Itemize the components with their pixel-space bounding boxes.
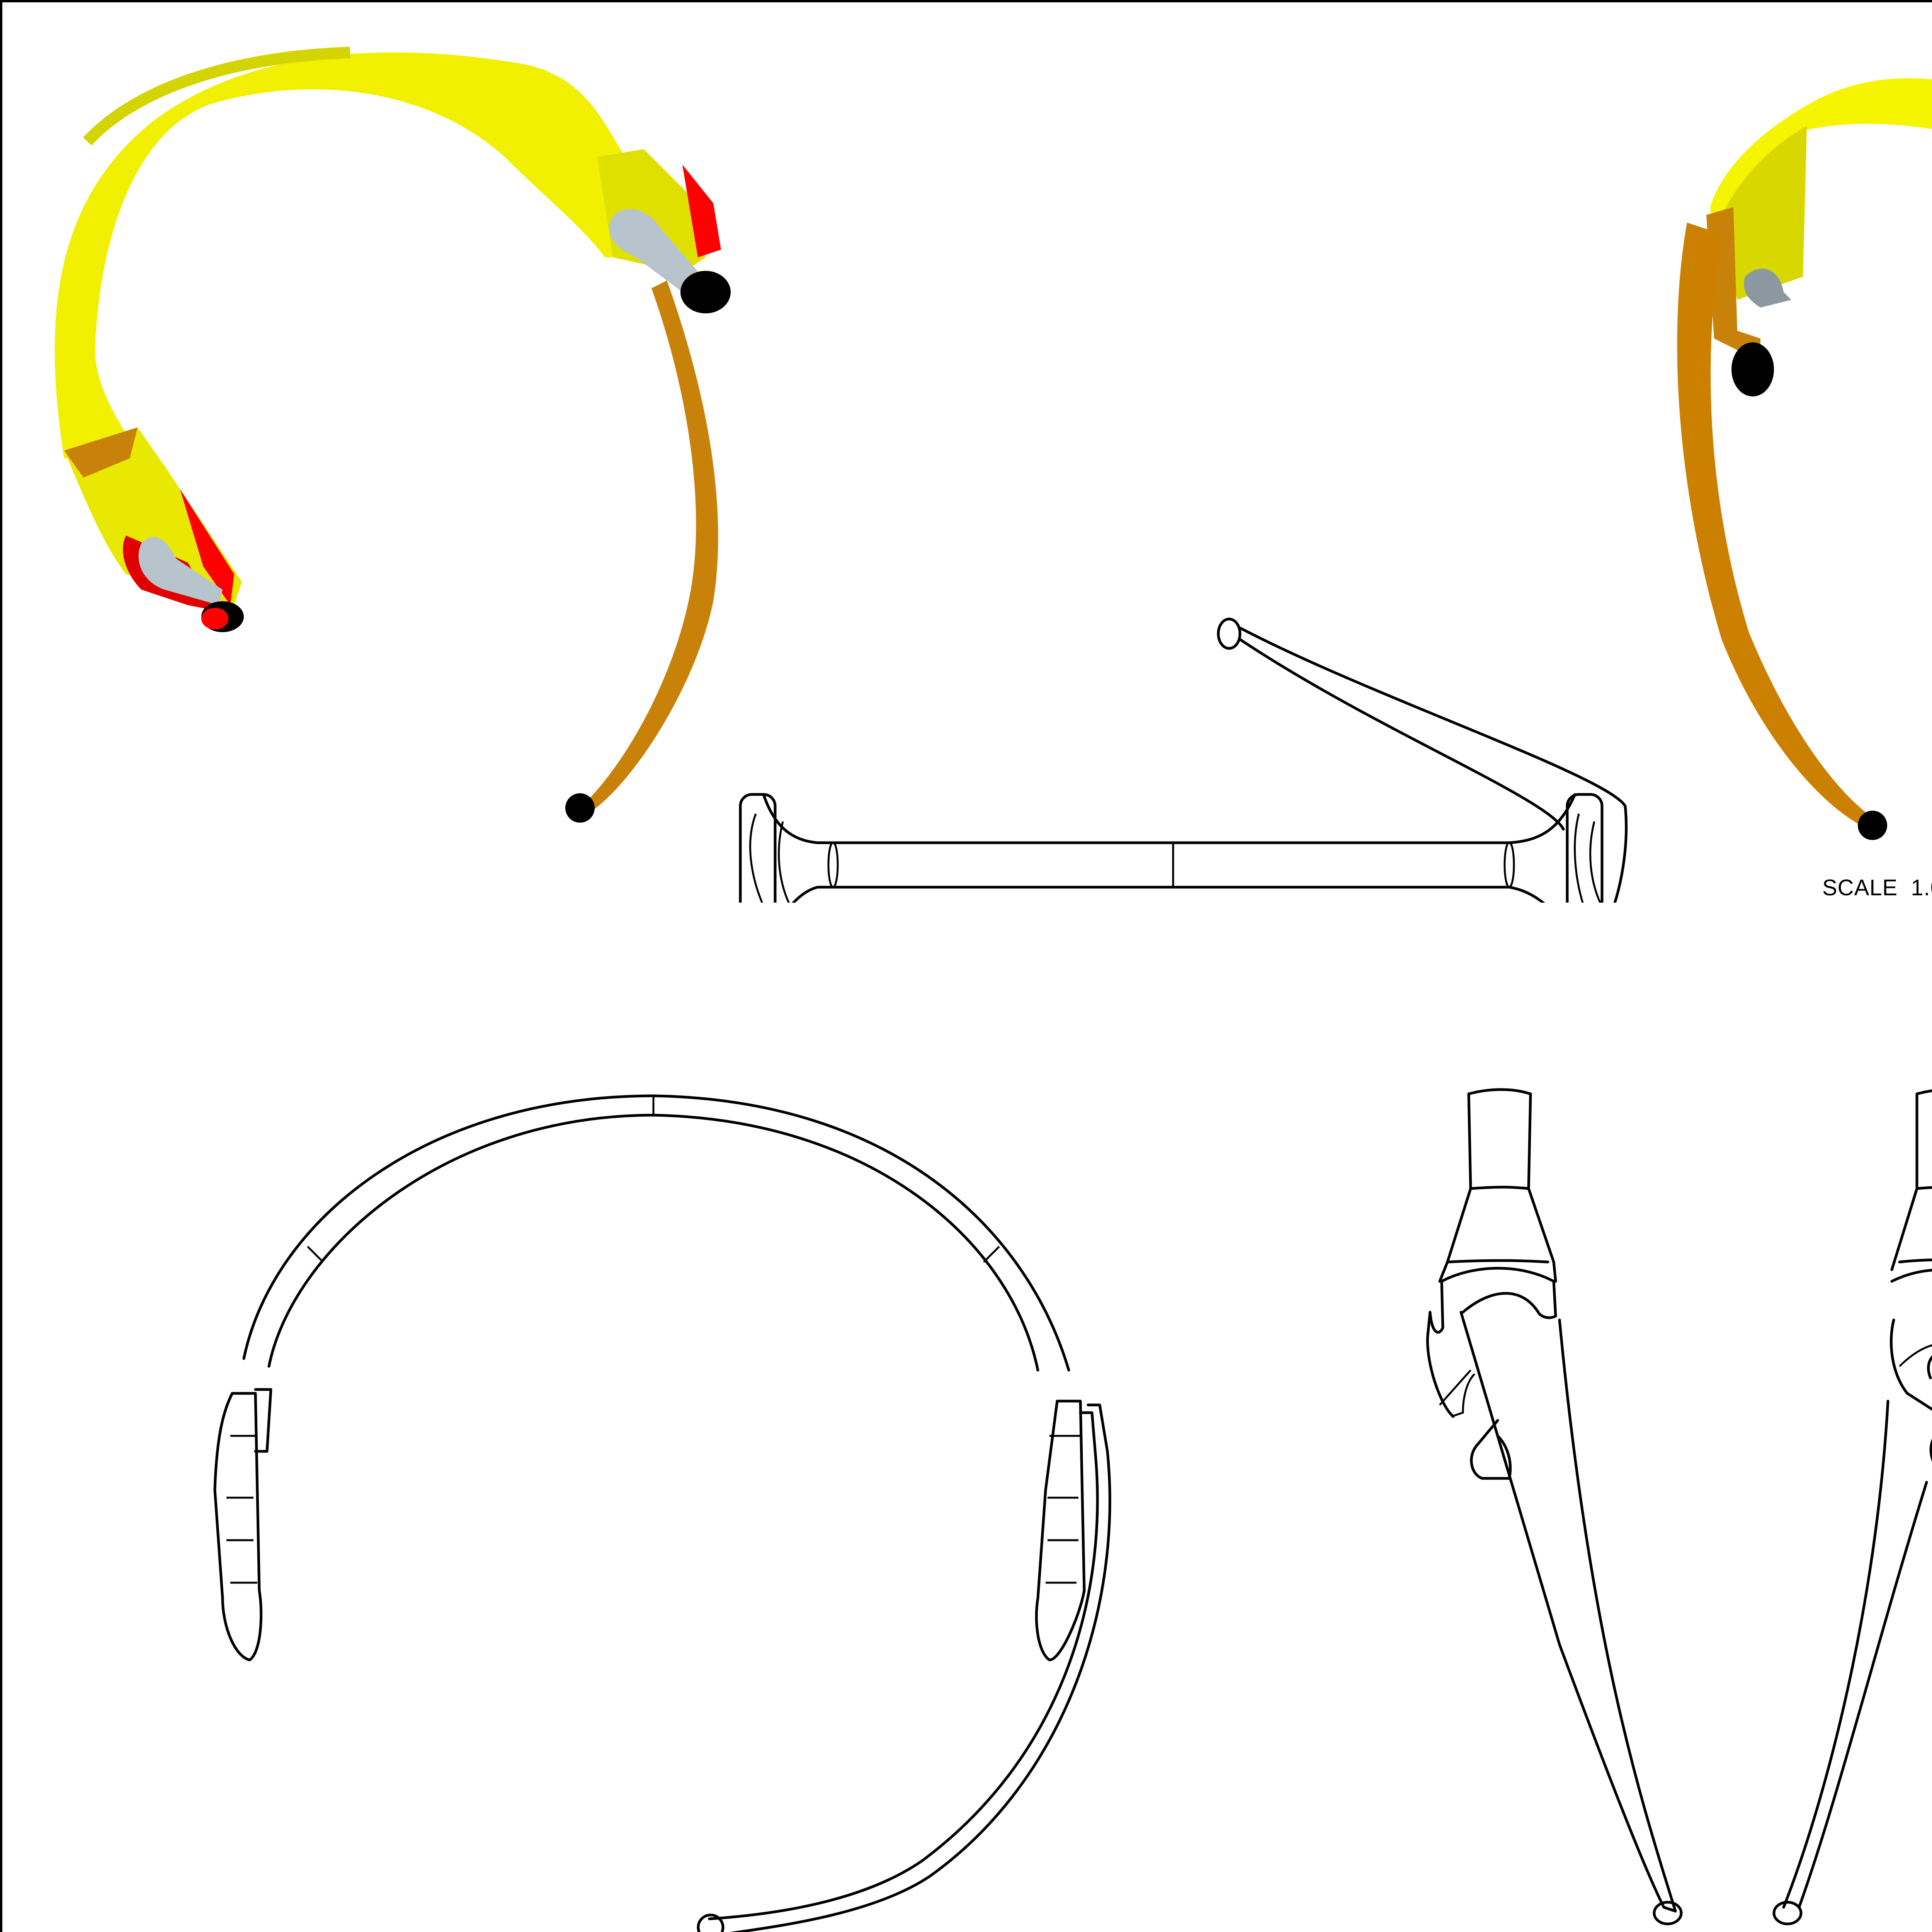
side-view-left	[1393, 1065, 1722, 1932]
iso-render-left	[41, 41, 736, 852]
scale-label-top: SCALE 1.000	[1822, 875, 1932, 900]
top-view	[717, 613, 1645, 903]
iso-render-right	[1645, 60, 1932, 872]
side-view-right	[1722, 1065, 1932, 1932]
front-view	[196, 1065, 1123, 1932]
